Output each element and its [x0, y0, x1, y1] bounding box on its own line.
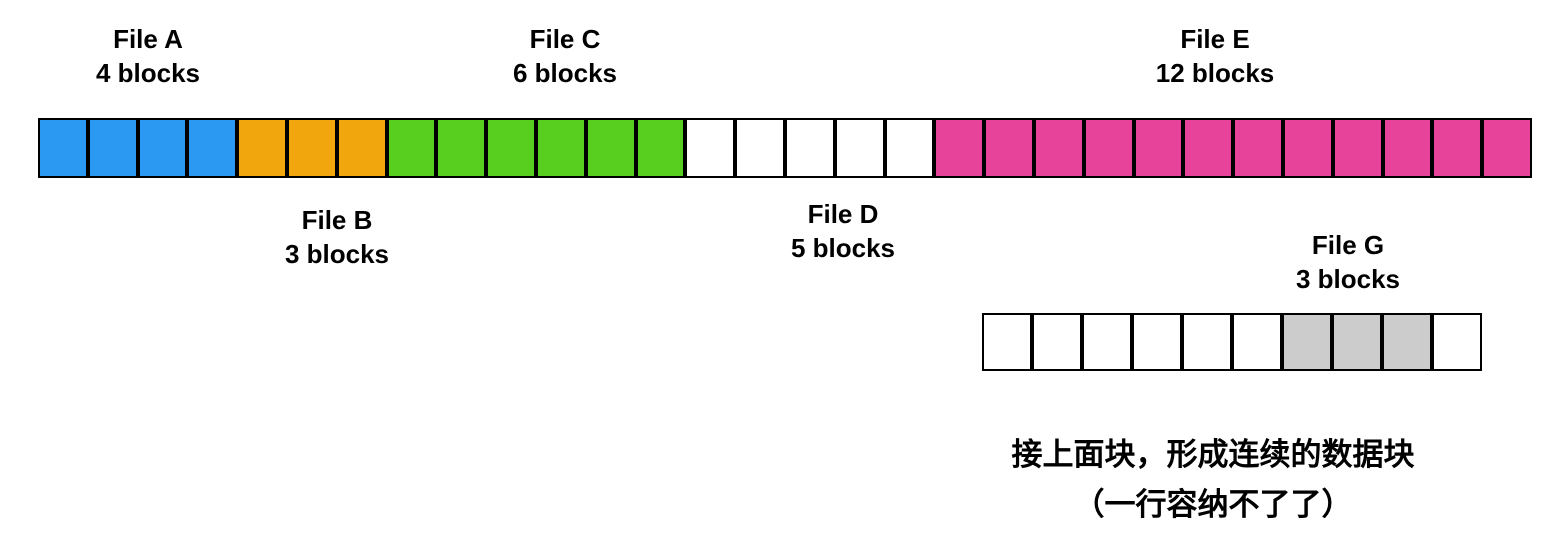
block-free: [1132, 313, 1182, 371]
block-file-b: [286, 118, 337, 178]
block-file-b: [336, 118, 387, 178]
block-file-a: [38, 118, 88, 178]
block-file-c: [585, 118, 636, 178]
block-file-d: [834, 118, 885, 178]
block-file-e: [1432, 118, 1483, 178]
label-file-d-blocks: 5 blocks: [790, 233, 896, 263]
block-file-a: [87, 118, 138, 178]
label-file-g: File G 3 blocks: [1296, 228, 1400, 296]
block-file-c: [436, 118, 487, 178]
label-file-b-blocks: 3 blocks: [284, 239, 390, 269]
block-file-e: [1482, 118, 1532, 178]
label-file-g-name: File G: [1311, 230, 1385, 260]
block-file-d: [685, 118, 736, 178]
caption-line-2: （一行容纳不了了）: [1073, 487, 1353, 522]
label-file-b-name: File B: [301, 205, 373, 235]
label-file-c-name: File C: [529, 24, 601, 54]
block-file-d: [735, 118, 785, 178]
block-file-c: [486, 118, 536, 178]
block-file-c: [635, 118, 686, 178]
caption: 接上面块，形成连续的数据块 （一行容纳不了了）: [1012, 430, 1415, 530]
label-file-d-name: File D: [807, 199, 879, 229]
block-file-c: [535, 118, 586, 178]
block-file-a: [187, 118, 238, 178]
block-file-e: [984, 118, 1034, 178]
block-file-b: [237, 118, 287, 178]
label-file-a-blocks: 4 blocks: [95, 58, 201, 88]
block-file-a: [137, 118, 188, 178]
label-file-e: File E 12 blocks: [1156, 22, 1275, 90]
label-file-a-name: File A: [113, 24, 183, 54]
block-file-e: [1233, 118, 1283, 178]
block-file-d: [784, 118, 835, 178]
block-file-e: [1033, 118, 1084, 178]
label-file-g-blocks: 3 blocks: [1295, 264, 1401, 294]
block-file-c: [386, 118, 437, 178]
label-file-b: File B 3 blocks: [285, 203, 389, 271]
block-file-e: [1133, 118, 1184, 178]
block-free: [1232, 313, 1282, 371]
block-free: [1032, 313, 1082, 371]
block-file-e: [1083, 118, 1134, 178]
block-free: [1432, 313, 1482, 371]
label-file-d: File D 5 blocks: [791, 197, 895, 265]
disk-row-main: [38, 118, 1532, 178]
block-file-d: [884, 118, 935, 178]
label-file-e-blocks: 12 blocks: [1155, 58, 1275, 88]
block-free: [982, 313, 1032, 371]
label-file-a: File A 4 blocks: [96, 22, 200, 90]
block-file-e: [1382, 118, 1433, 178]
label-file-c: File C 6 blocks: [513, 22, 617, 90]
label-file-e-name: File E: [1180, 24, 1250, 54]
block-free: [1182, 313, 1232, 371]
block-free: [1082, 313, 1132, 371]
block-file-g: [1382, 313, 1432, 371]
block-file-e: [1183, 118, 1234, 178]
block-file-e: [1332, 118, 1383, 178]
label-file-c-blocks: 6 blocks: [512, 58, 618, 88]
block-file-e: [1282, 118, 1333, 178]
block-file-e: [934, 118, 985, 178]
caption-line-1: 接上面块，形成连续的数据块: [1011, 437, 1415, 472]
disk-row-overflow: [982, 313, 1482, 371]
block-file-g: [1282, 313, 1332, 371]
block-file-g: [1332, 313, 1382, 371]
